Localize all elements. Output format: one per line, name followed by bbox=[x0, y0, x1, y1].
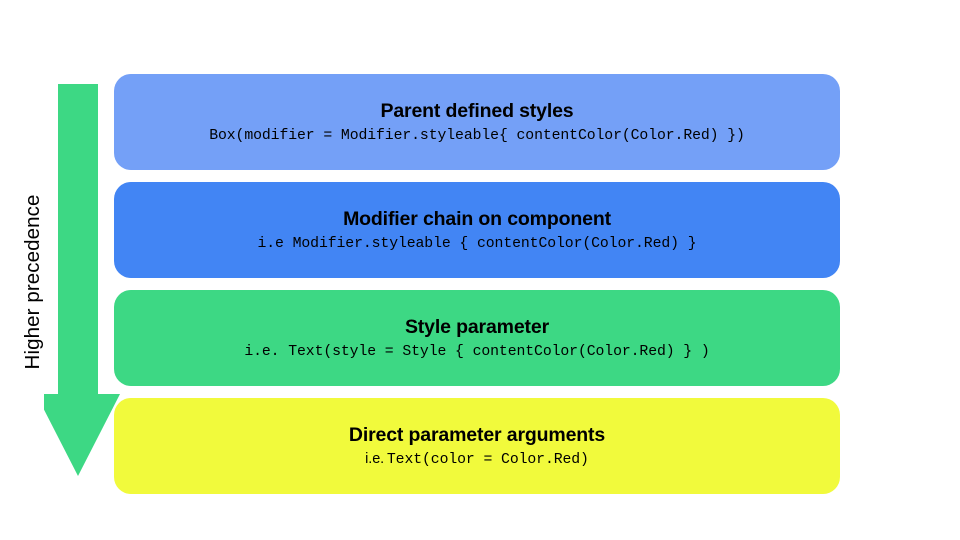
layer-title: Modifier chain on component bbox=[343, 207, 611, 230]
layer-direct-parameter-arguments[interactable]: Direct parameter arguments i.e. Text(col… bbox=[114, 398, 840, 494]
layer-title: Style parameter bbox=[404, 315, 550, 338]
layer-parent-defined-styles[interactable]: Parent defined styles Box(modifier = Mod… bbox=[114, 74, 840, 170]
layer-modifier-chain-on-component[interactable]: Modifier chain on component i.e Modifier… bbox=[114, 182, 840, 278]
layer-title: Direct parameter arguments bbox=[348, 423, 606, 446]
layer-code-text: Text(color = Color.Red) bbox=[386, 451, 589, 468]
layer-code: i.e. Text(style = Style { contentColor(C… bbox=[244, 342, 709, 361]
layer-title: Parent defined styles bbox=[380, 99, 574, 122]
layer-code-text: i.e. Text(style = Style { contentColor(C… bbox=[244, 343, 710, 360]
layer-code-prefix: i.e. bbox=[365, 450, 387, 467]
layer-code-text: Box(modifier = Modifier.styleable{ conte… bbox=[209, 127, 745, 144]
layer-code: i.e. Text(color = Color.Red) bbox=[365, 450, 589, 469]
precedence-axis-label: Higher precedence bbox=[21, 194, 44, 370]
precedence-axis: Higher precedence bbox=[0, 0, 120, 540]
layer-style-parameter[interactable]: Style parameter i.e. Text(style = Style … bbox=[114, 290, 840, 386]
layer-code-text: i.e Modifier.styleable { contentColor(Co… bbox=[257, 235, 697, 252]
precedence-stack: Parent defined styles Box(modifier = Mod… bbox=[114, 74, 840, 494]
layer-code: i.e Modifier.styleable { contentColor(Co… bbox=[258, 234, 697, 253]
layer-code: Box(modifier = Modifier.styleable{ conte… bbox=[209, 126, 745, 145]
down-arrow-icon bbox=[44, 84, 120, 476]
